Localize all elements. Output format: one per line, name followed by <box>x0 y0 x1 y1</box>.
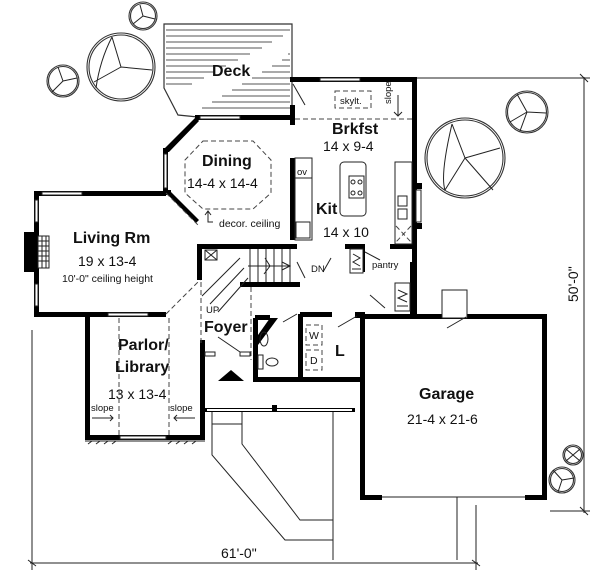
decor-ceiling-arrow <box>204 210 213 223</box>
oven <box>295 177 312 239</box>
pantry-label: pantry <box>372 260 399 271</box>
parlor-label: Parlor/ <box>118 337 169 354</box>
washer-dryer <box>305 315 358 371</box>
dimension-width <box>27 330 481 570</box>
parlor-slope-left: slope <box>91 403 114 414</box>
living-ceiling-note: 10'-0" ceiling height <box>62 273 153 285</box>
tree-icon <box>128 1 158 31</box>
dryer-label: D <box>310 355 318 367</box>
overall-depth-label: 50'-0" <box>565 266 581 302</box>
pantry-shelves <box>322 248 411 312</box>
foyer-label: Foyer <box>204 319 248 336</box>
door-swing <box>292 83 306 106</box>
parlor-size: 13 x 13-4 <box>108 386 167 402</box>
washer-label: W <box>309 330 319 342</box>
living-size: 19 x 13-4 <box>78 253 137 269</box>
brkfst-slope-label: slope <box>383 81 394 104</box>
skylight-label: skylt. <box>340 96 362 107</box>
kit-label: Kit <box>316 201 338 218</box>
dimension-depth <box>415 73 590 516</box>
library-label: Library <box>115 359 169 376</box>
brkfst-label: Brkfst <box>332 121 379 138</box>
stairs-down-label: DN <box>311 264 325 275</box>
dining-label: Dining <box>202 153 252 170</box>
walls <box>24 77 547 500</box>
entry-marker <box>218 370 244 381</box>
kitchen-island <box>339 161 367 217</box>
stairs-up-label: UP <box>206 305 219 316</box>
powder-room <box>257 313 298 370</box>
tree-icon <box>424 117 506 199</box>
overall-width-label: 61'-0" <box>221 545 257 561</box>
staircase <box>201 249 306 360</box>
deck-label: Deck <box>212 63 250 80</box>
tree-icon <box>505 90 549 134</box>
laundry-label: L <box>335 343 345 360</box>
skylight <box>334 90 372 109</box>
slope-arrow <box>393 95 403 117</box>
tree-icon <box>86 32 156 102</box>
parlor-slope-right: slope <box>170 403 193 414</box>
garage-size: 21-4 x 21-6 <box>407 411 478 427</box>
slope-arrows <box>92 414 195 422</box>
kitchen-counter <box>394 161 413 245</box>
tree-icon <box>548 466 576 494</box>
oven-label: ov <box>297 167 307 178</box>
kit-size: 14 x 10 <box>323 224 369 240</box>
tree-icon <box>562 444 584 466</box>
brkfst-size: 14 x 9-4 <box>323 138 374 154</box>
tree-icon <box>46 64 80 98</box>
decor-ceiling-label: decor. ceiling <box>219 218 280 230</box>
deck <box>163 23 293 118</box>
walkway <box>211 412 458 560</box>
decor-ceiling-outline <box>184 140 272 210</box>
dining-size: 14-4 x 14-4 <box>187 175 258 191</box>
garage-label: Garage <box>419 386 474 403</box>
living-label: Living Rm <box>73 230 150 247</box>
